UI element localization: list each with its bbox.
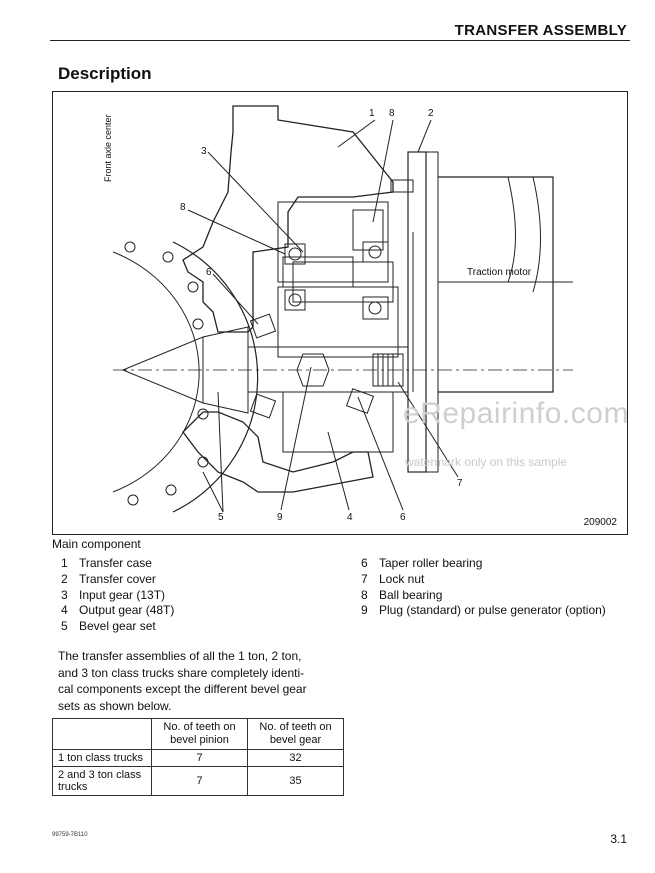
callout-9: 9 [277,512,283,523]
callout-5: 5 [218,512,224,523]
page-number: 3.1 [610,832,627,846]
table-cell: 2 and 3 ton class trucks [52,766,152,796]
callout-2: 2 [428,108,434,119]
table-cell [52,718,152,750]
components-heading: Main component [52,537,141,551]
traction-motor-label: Traction motor [467,267,532,278]
callout-4: 4 [347,512,353,523]
transfer-assembly-figure: Front axle center Traction motor 1 8 2 3… [52,91,628,535]
bevel-gear-teeth-table: No. of teeth on bevel pinion No. of teet… [52,718,344,796]
table-row: 2 and 3 ton class trucks 7 35 [52,766,344,796]
callout-6-left: 6 [206,267,212,278]
footer-code: 99759-7B110 [52,832,88,838]
callout-8-top: 8 [389,108,395,119]
table-row: 1 ton class trucks 7 32 [52,749,344,767]
table-cell: 32 [247,749,344,767]
section-title: Description [58,64,152,83]
watermark-main: eRepairinfo.com [403,397,629,430]
table-cell: 7 [151,766,248,796]
header-rule [50,40,630,41]
callout-8-left: 8 [180,202,186,213]
callout-1: 1 [369,108,375,119]
table-header-row: No. of teeth on bevel pinion No. of teet… [52,718,344,750]
description-paragraph: The transfer assemblies of all the 1 ton… [58,649,307,713]
table-cell: 35 [247,766,344,796]
callout-3: 3 [201,146,207,157]
table-header-cell: No. of teeth on bevel gear [247,718,344,750]
callout-7: 7 [457,478,463,489]
cross-section-drawing [112,105,573,513]
header-title: TRANSFER ASSEMBLY [454,22,627,39]
watermark-sub: watermark only on this sample [405,455,568,469]
table-header-cell: No. of teeth on bevel pinion [151,718,248,750]
front-axle-center-label: Front axle center [103,114,113,182]
table-cell: 7 [151,749,248,767]
callout-6-bottom: 6 [400,512,406,523]
table-cell: 1 ton class trucks [52,749,152,767]
figure-code: 209002 [583,517,617,528]
